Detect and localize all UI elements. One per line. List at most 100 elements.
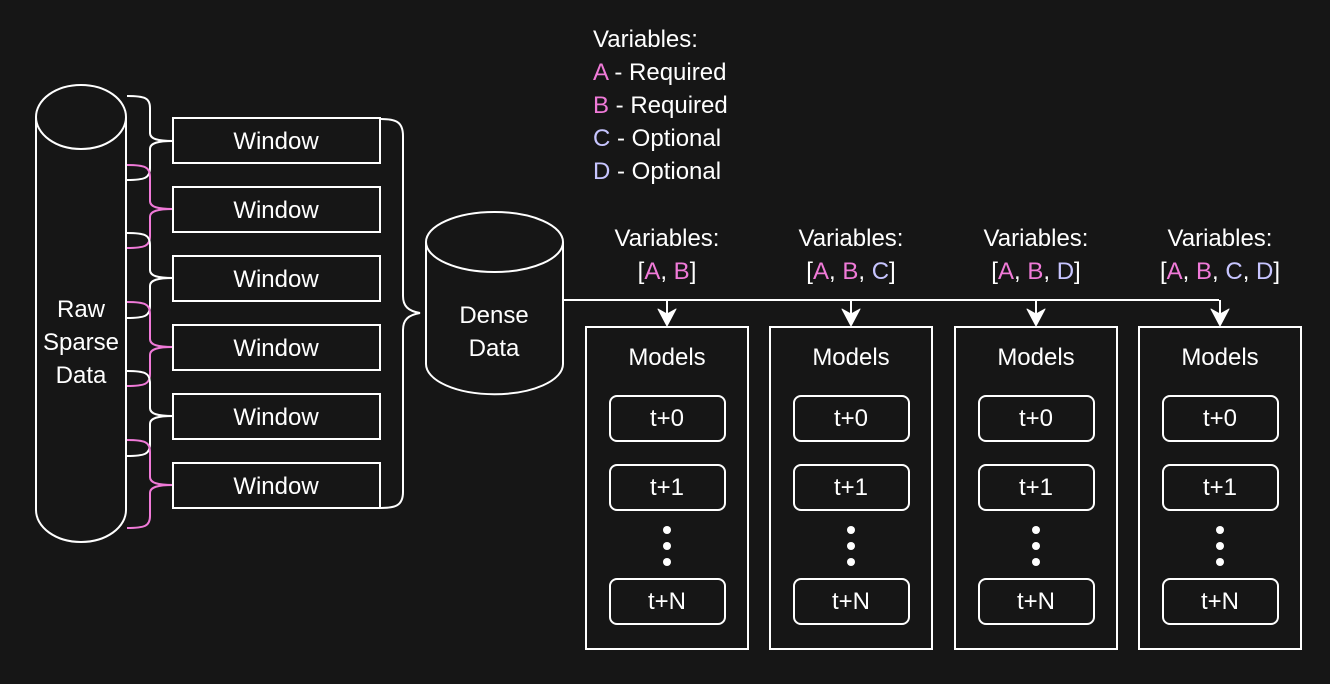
model-step-label: t+1 [650,474,684,501]
window-box [172,186,381,233]
window-bracket [126,232,174,319]
window-box [172,393,381,440]
models-title: Models [997,344,1074,371]
legend-variable-key: D [593,158,610,185]
legend-variable-status: - Optional [610,125,721,152]
group-variables-list: [A, B, C] [806,258,895,285]
window-bracket [126,439,174,529]
window-box [172,324,381,371]
group-variables-list: [A, B, C, D] [1160,258,1280,285]
dense-data-cylinder [425,211,564,396]
legend-variable-status: - Required [608,59,727,86]
model-step-label: t+N [1201,588,1239,615]
model-step-label: t+1 [1019,474,1053,501]
variable-key: A [998,258,1014,285]
models-title: Models [812,344,889,371]
variable-key: A [1167,258,1183,285]
variable-key: A [813,258,829,285]
model-step-label: t+0 [1203,405,1237,432]
model-step-label: t+N [1017,588,1055,615]
arrow-head-icon [1210,308,1230,327]
window-label: Window [233,128,319,155]
ellipsis-dot [663,542,671,550]
variable-key: D [1256,258,1273,285]
dense-data-label-1: Dense [459,302,528,329]
window-bracket [126,95,174,181]
legend-title: Variables: [593,26,698,53]
ellipsis-dot [1216,526,1224,534]
model-group: Variables: [A, B, C, D] Models t+0 t+1 t+N [1138,225,1302,650]
ellipsis-dot [1032,526,1040,534]
models-container [954,326,1118,650]
legend-variable-key: A [593,59,609,86]
group-variables-header: Variables: [1168,225,1273,252]
model-step-box [793,578,910,625]
legend-item: A - Required [593,59,726,86]
model-step-label: t+0 [1019,405,1053,432]
variable-key: D [1057,258,1074,285]
dense-data-label-2: Data [469,335,520,362]
ellipsis-dot [663,558,671,566]
model-step-box [793,395,910,442]
variable-key: B [1027,258,1043,285]
group-variables-header: Variables: [799,225,904,252]
ellipsis-dot [847,526,855,534]
variable-key: C [1225,258,1242,285]
raw-data-label-1: Raw [57,296,106,323]
window-label: Window [233,197,319,224]
arrow-head-icon [841,308,861,327]
ellipsis-dot [847,542,855,550]
window-brackets [126,95,174,529]
window-bracket [126,301,174,387]
model-step-label: t+N [648,588,686,615]
ellipsis-dot [1216,558,1224,566]
model-step-box [1162,395,1279,442]
window-box [172,117,381,164]
variable-key: A [644,258,660,285]
models-title: Models [1181,344,1258,371]
models-title: Models [628,344,705,371]
model-arrows [657,300,1230,327]
legend-variable-key: C [593,125,610,152]
window-bracket [126,370,174,457]
model-step-box [978,464,1095,511]
model-step-box [1162,578,1279,625]
group-variables-header: Variables: [615,225,720,252]
model-step-box [978,578,1095,625]
model-step-box [609,395,726,442]
model-step-box [978,395,1095,442]
variable-key: B [1196,258,1212,285]
raw-sparse-data-cylinder [35,84,127,543]
legend-variable-key: B [593,92,609,119]
variable-key: B [674,258,690,285]
window-label: Window [233,335,319,362]
legend-item: C - Optional [593,125,721,152]
model-step-box [793,464,910,511]
arrow-head-icon [657,308,677,327]
model-step-box [1162,464,1279,511]
raw-data-label-3: Data [56,362,107,389]
window-label: Window [233,473,319,500]
merge-brace [379,118,421,509]
model-step-label: t+1 [1203,474,1237,501]
ellipsis-dot [1032,558,1040,566]
model-step-label: t+0 [650,405,684,432]
models-container [1138,326,1302,650]
ellipsis-dot [1216,542,1224,550]
window-box [172,255,381,302]
legend-item: D - Optional [593,158,721,185]
variable-key: B [842,258,858,285]
model-step-box [609,578,726,625]
arrow-head-icon [1026,308,1046,327]
window-label: Window [233,404,319,431]
legend-variable-status: - Optional [610,158,721,185]
ellipsis-dot [847,558,855,566]
model-step-label: t+N [832,588,870,615]
group-variables-header: Variables: [984,225,1089,252]
ellipsis-dot [663,526,671,534]
model-step-label: t+1 [834,474,868,501]
